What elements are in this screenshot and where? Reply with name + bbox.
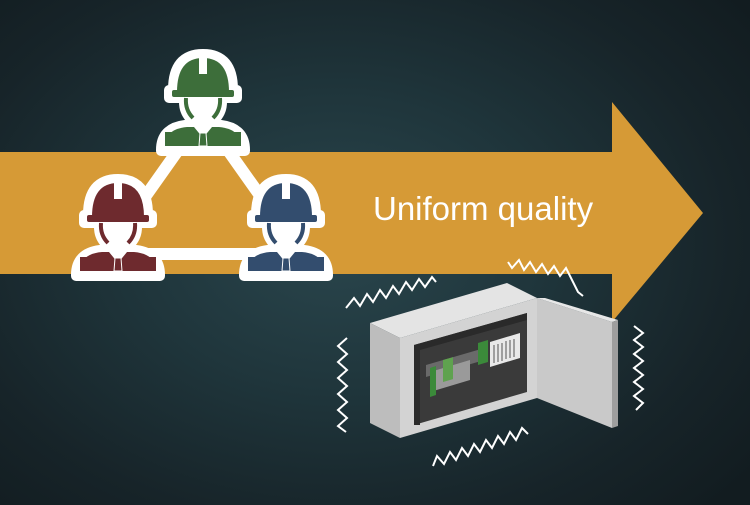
worker-blue-icon: [239, 174, 333, 281]
arrow-label: Uniform quality: [373, 190, 594, 227]
worker-red-icon: [71, 174, 165, 281]
worker-green-icon: [156, 49, 250, 156]
vibration-icon: [336, 258, 645, 467]
control-cabinet-icon: [370, 283, 618, 438]
